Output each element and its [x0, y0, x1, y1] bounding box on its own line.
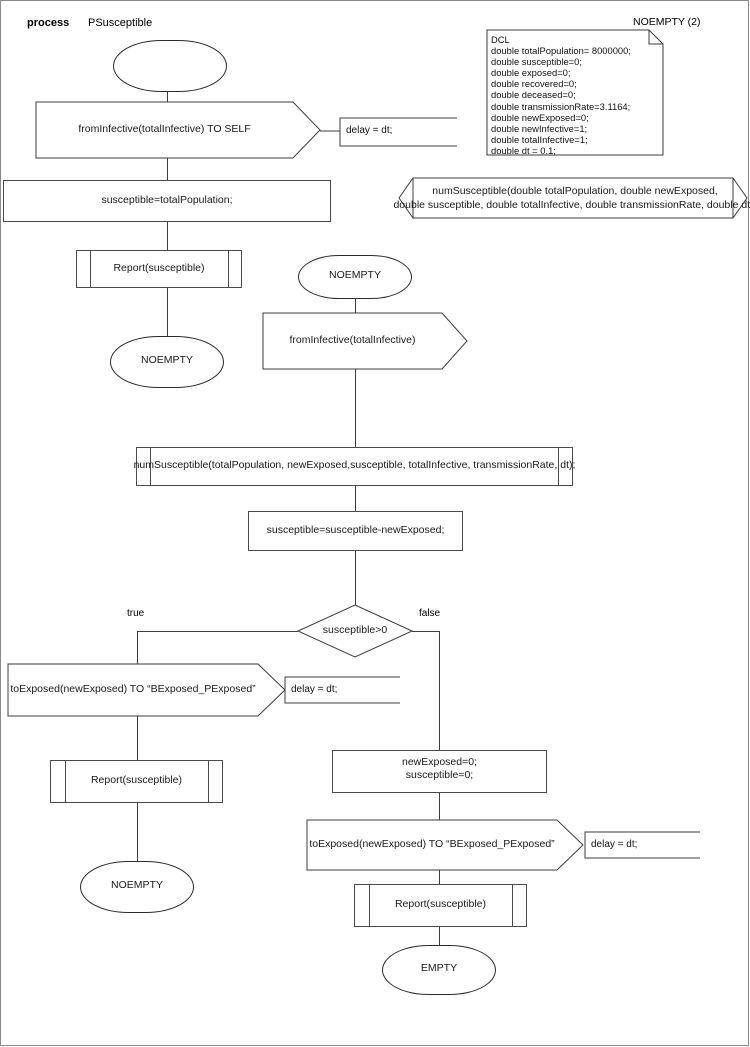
connector-input2-to-call [355, 369, 356, 447]
procedure-call-report-false-right-bar [512, 885, 513, 926]
procedure-call-report-false[interactable] [354, 884, 527, 927]
connector-task-init-to-report1 [167, 222, 168, 250]
branch-label-false: false [419, 608, 441, 619]
dcl-note-shape [486, 29, 664, 156]
task-zero-values[interactable] [332, 750, 547, 793]
connector-decision-false-vertical [439, 631, 440, 750]
delay-label-3: delay = dt; [591, 839, 638, 850]
header-keyword: process [27, 17, 70, 29]
connector-decision-true-vertical [137, 631, 138, 664]
dcl-note-fold [648, 30, 663, 45]
output-shape-false [306, 819, 584, 871]
connector-task-subtract-to-decision [355, 551, 356, 605]
task-subtract-newexposed[interactable] [248, 511, 463, 551]
connector-report1-to-noempty1 [167, 288, 168, 336]
connector-report-true-to-noempty3 [137, 803, 138, 861]
procedure-call-report-true-left-bar [65, 761, 66, 802]
state-noempty-3[interactable] [80, 861, 194, 913]
input-shape-from-infective [262, 312, 468, 370]
note-corner-label: NOEMPTY (2) [633, 16, 701, 28]
decision-diamond [296, 604, 414, 658]
connector-output-true-to-report [137, 716, 138, 760]
procedure-call-numsusceptible-right-bar [558, 448, 559, 485]
procedure-call-numsusceptible-left-bar [150, 448, 151, 485]
dcl-note-text: DCL double totalPopulation= 8000000; dou… [491, 34, 631, 156]
comment-shape-delay-1 [339, 117, 457, 147]
procedure-call-report-1[interactable] [76, 250, 242, 288]
procedure-call-report-1-right-bar [228, 251, 229, 287]
connector-output-false-to-report [439, 870, 440, 884]
output-shape-true [7, 663, 286, 717]
delay-label-1: delay = dt; [346, 125, 393, 136]
connector-input-to-task-init [167, 158, 168, 180]
state-empty[interactable] [382, 945, 496, 995]
state-noempty-2[interactable] [298, 255, 412, 299]
procedure-call-numsusceptible[interactable] [136, 447, 573, 486]
connector-call-to-task-subtract [355, 486, 356, 511]
connector-decision-false-horizontal [412, 631, 440, 632]
connector-start-to-input [167, 92, 168, 102]
input-shape-from-infective-self [35, 101, 321, 159]
procedure-declaration-shape [398, 177, 748, 219]
delay-label-2: delay = dt; [291, 684, 338, 695]
procedure-call-report-1-left-bar [90, 251, 91, 287]
comment-shape-delay-2 [284, 676, 400, 704]
procedure-call-report-true-right-bar [208, 761, 209, 802]
procedure-call-report-true[interactable] [50, 760, 223, 803]
branch-label-true: true [127, 608, 145, 619]
state-start[interactable] [113, 40, 227, 92]
state-noempty-1[interactable] [110, 336, 224, 388]
procedure-call-report-false-left-bar [369, 885, 370, 926]
connector-task-zero-to-output-false [439, 793, 440, 820]
task-init-susceptible[interactable] [3, 180, 331, 222]
connector-noempty2-to-input [355, 299, 356, 313]
comment-shape-delay-3 [584, 831, 700, 859]
connector-decision-true-horizontal [137, 631, 298, 632]
header-process-name: PSusceptible [88, 17, 153, 29]
connector-report-false-to-empty [439, 927, 440, 945]
